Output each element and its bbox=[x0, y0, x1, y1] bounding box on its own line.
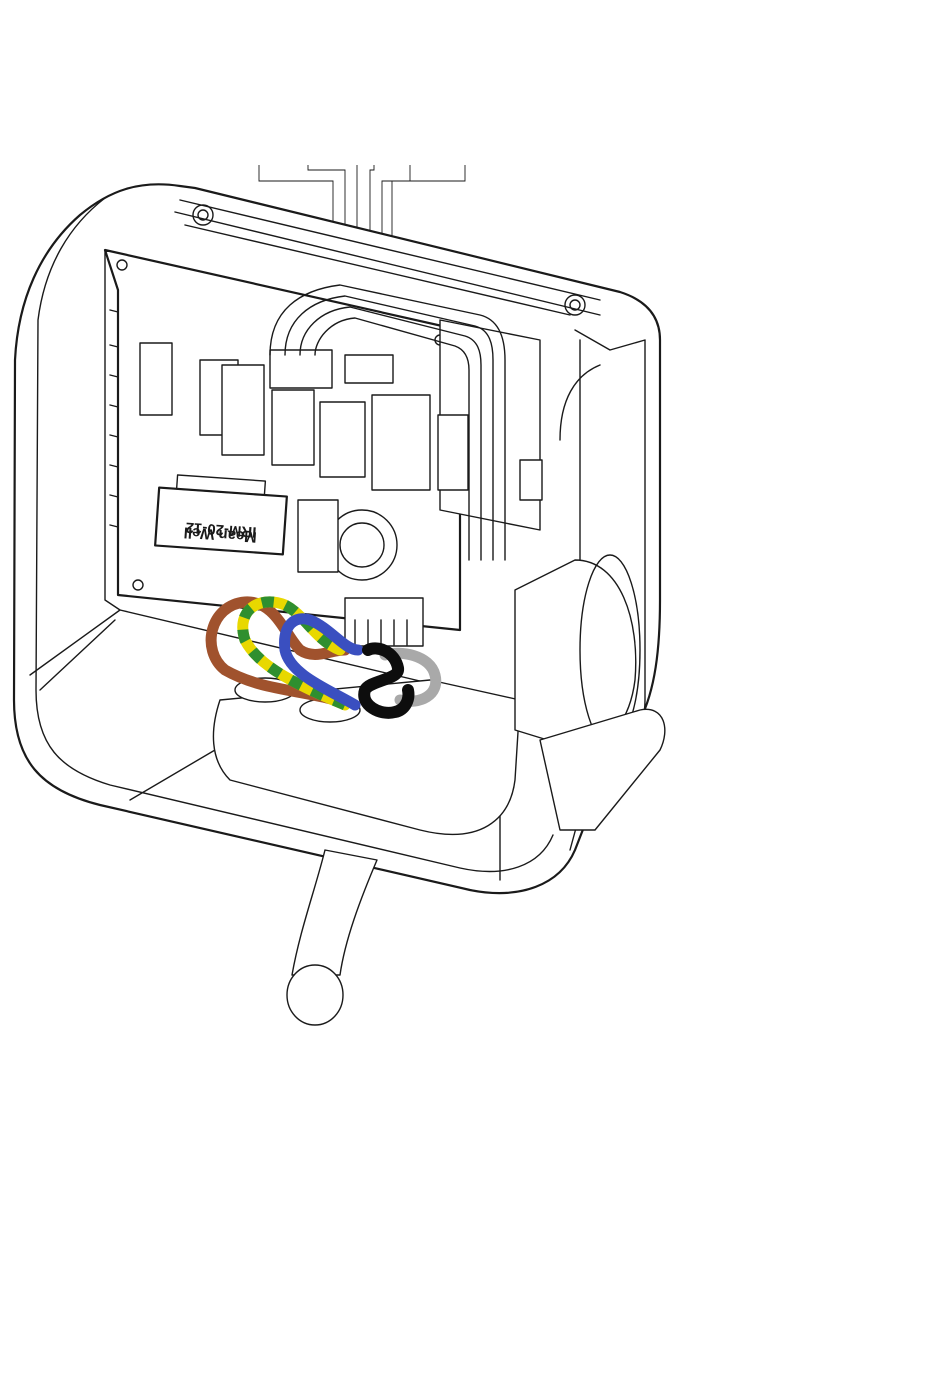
mains-terminal-block bbox=[345, 598, 423, 646]
small-relay bbox=[140, 343, 172, 415]
relay-5 bbox=[372, 395, 430, 490]
sensor-housing bbox=[298, 500, 338, 572]
charging-cable bbox=[287, 850, 377, 1025]
cable-end bbox=[287, 965, 343, 1025]
relay-3 bbox=[272, 390, 314, 465]
side-connector-2 bbox=[520, 460, 542, 500]
cable-sleeve bbox=[292, 850, 377, 975]
side-connector-1 bbox=[438, 415, 468, 490]
top-terminal-block bbox=[270, 350, 332, 388]
relay-4 bbox=[320, 402, 365, 477]
relay-2 bbox=[222, 365, 264, 455]
signal-connector bbox=[345, 355, 393, 383]
